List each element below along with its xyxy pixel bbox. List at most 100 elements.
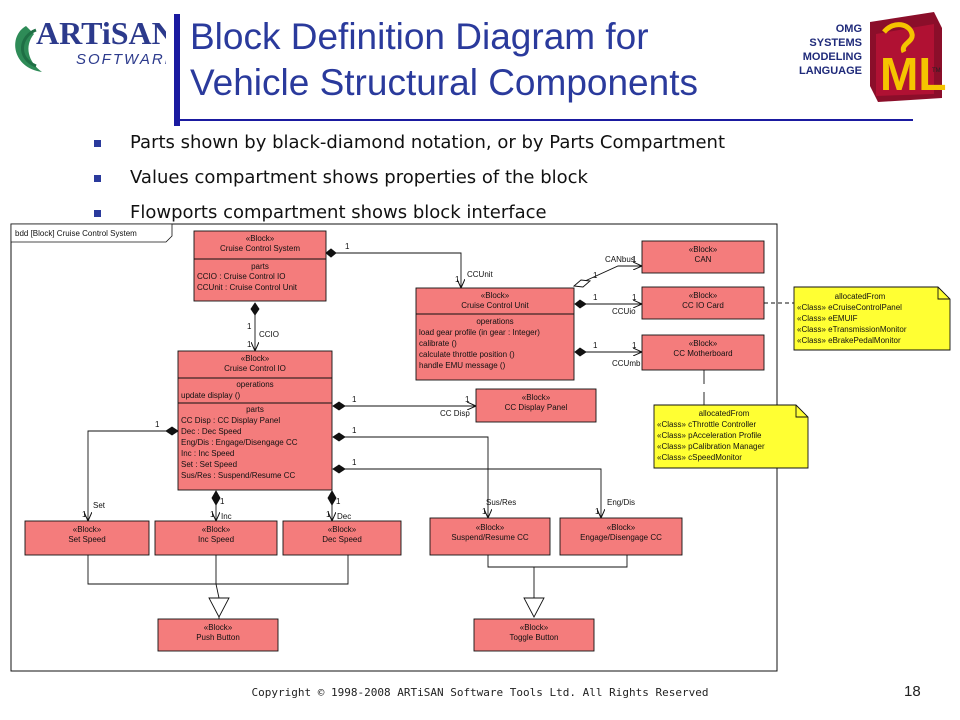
- composition-diamond: [250, 302, 260, 316]
- connector-ccs-ccu: [336, 252, 461, 288]
- block-ccs-part: CCUnit : Cruise Control Unit: [197, 283, 298, 292]
- block-ccs-section: parts: [251, 262, 269, 271]
- slide-title-line-2: Vehicle Structural Components: [190, 62, 698, 103]
- bullet-text: Values compartment shows properties of t…: [130, 167, 588, 188]
- multiplicity: 1: [155, 420, 160, 429]
- block-ccio-part: Set : Set Speed: [181, 460, 237, 469]
- composition-diamond: [327, 490, 337, 506]
- note-1-line: «Class» eCruiseControlPanel: [797, 303, 902, 312]
- generalization-triangle: [523, 597, 545, 618]
- block-cruise-control-unit[interactable]: [415, 287, 575, 381]
- block-disp-name: CC Display Panel: [505, 403, 568, 412]
- sysml-logo-line-1: OMG: [836, 23, 862, 35]
- block-ccs-stereotype: «Block»: [246, 234, 275, 243]
- generalization-line: [487, 555, 628, 568]
- block-iocard-stereotype: «Block»: [689, 291, 718, 300]
- block-cc-display-panel[interactable]: [475, 388, 597, 423]
- role-label-inc: Inc: [221, 512, 232, 521]
- note-2-line: «Class» pAcceleration Profile: [657, 431, 762, 440]
- multiplicity: 1: [345, 242, 350, 251]
- note-2-line: «Class» cThrottle Controller: [657, 420, 756, 429]
- allocation-note-1[interactable]: [793, 286, 951, 351]
- multiplicity: 1: [352, 458, 357, 467]
- bullet-list: Parts shown by black-diamond notation, o…: [94, 130, 725, 235]
- composition-diamond: [325, 248, 337, 258]
- block-dec-speed[interactable]: [282, 520, 402, 556]
- composition-diamond: [332, 432, 346, 442]
- slide-title: Block Definition Diagram for Vehicle Str…: [190, 14, 790, 106]
- block-set-name: Set Speed: [68, 535, 105, 544]
- multiplicity: 1: [593, 271, 598, 280]
- artisan-software-logo: ARTiSAN SOFTWARE: [15, 15, 166, 72]
- omg-sysml-logo: OMG SYSTEMS MODELING LANGUAGE ML TM: [799, 12, 946, 102]
- multiplicity: 1: [247, 340, 252, 349]
- composition-diamond: [574, 299, 587, 309]
- block-cc-io-card[interactable]: [641, 286, 765, 320]
- note-1-title: allocatedFrom: [835, 292, 886, 301]
- block-ccu-operation: handle EMU message (): [419, 361, 506, 370]
- block-ccu-operation: calibrate (): [419, 339, 457, 348]
- role-label-ccunit: CCUnit: [467, 270, 494, 279]
- bullet-square-icon: [94, 140, 101, 147]
- role-label-susres: Sus/Res: [486, 498, 516, 507]
- block-toggle-name: Toggle Button: [510, 633, 559, 642]
- block-ccio-section-operations: operations: [236, 380, 273, 389]
- block-ccu-name: Cruise Control Unit: [461, 301, 529, 310]
- multiplicity: 1: [632, 341, 637, 350]
- note-1-line: «Class» eTransmissionMonitor: [797, 325, 907, 334]
- bullet-text: Flowports compartment shows block interf…: [130, 202, 547, 223]
- allocation-note-2[interactable]: [653, 404, 809, 469]
- block-push-button[interactable]: [157, 618, 279, 652]
- bullet-item: Parts shown by black-diamond notation, o…: [94, 130, 725, 165]
- block-iocard-name: CC IO Card: [682, 301, 724, 310]
- block-cc-motherboard[interactable]: [641, 334, 765, 371]
- block-push-stereotype: «Block»: [204, 623, 233, 632]
- artisan-subwordmark: SOFTWARE: [76, 51, 166, 68]
- multiplicity: 1: [455, 275, 460, 284]
- block-toggle-button[interactable]: [473, 618, 595, 652]
- block-toggle-stereotype: «Block»: [520, 623, 549, 632]
- multiplicity: 1: [220, 497, 225, 506]
- multiplicity: 1: [210, 510, 215, 519]
- block-ccio-stereotype: «Block»: [241, 354, 270, 363]
- block-engage-disengage-cc[interactable]: [559, 517, 683, 556]
- sysml-logo-line-3: MODELING: [803, 51, 862, 63]
- block-susres-name: Suspend/Resume CC: [451, 533, 529, 542]
- sysml-logo-line-4: LANGUAGE: [799, 65, 862, 77]
- block-suspend-resume-cc[interactable]: [429, 517, 551, 556]
- block-mobo-stereotype: «Block»: [689, 339, 718, 348]
- role-label-ccumb: CCUmb: [612, 359, 641, 368]
- block-can-stereotype: «Block»: [689, 245, 718, 254]
- generalization-line: [215, 555, 349, 585]
- composition-diamond: [332, 401, 346, 411]
- composition-diamond: [211, 490, 221, 506]
- generalization-line: [215, 583, 220, 599]
- note-1-line: «Class» eEMUIF: [797, 314, 858, 323]
- note-2-title: allocatedFrom: [699, 409, 750, 418]
- block-cruise-control-io[interactable]: [177, 350, 333, 491]
- block-can[interactable]: [641, 240, 765, 274]
- role-label-dec: Dec: [337, 512, 351, 521]
- block-can-name: CAN: [695, 255, 712, 264]
- generalization-triangle: [208, 597, 230, 618]
- page-number: 18: [904, 683, 921, 700]
- block-dec-name: Dec Speed: [322, 535, 362, 544]
- note-1-line: «Class» eBrakePedalMonitor: [797, 336, 901, 345]
- multiplicity: 1: [352, 426, 357, 435]
- connector-ccio-set: [88, 430, 178, 521]
- block-cruise-control-system[interactable]: [193, 230, 327, 302]
- copyright-footer: Copyright © 1998-2008 ARTiSAN Software T…: [251, 686, 709, 699]
- block-inc-stereotype: «Block»: [202, 525, 231, 534]
- role-label-canbus: CANbus: [605, 255, 635, 264]
- multiplicity: 1: [247, 322, 252, 331]
- block-set-speed[interactable]: [24, 520, 150, 556]
- block-inc-name: Inc Speed: [198, 535, 234, 544]
- multiplicity: 1: [82, 510, 87, 519]
- multiplicity-labels: 1 1 1 1 1 1 1 1 1 1 1 1 1 1 1 1 1 1 1 1 …: [82, 242, 637, 519]
- multiplicity: 1: [482, 507, 487, 516]
- block-ccio-operation: update display (): [181, 391, 240, 400]
- block-inc-speed[interactable]: [154, 520, 278, 556]
- connector-ccio-engdis: [345, 468, 601, 518]
- multiplicity: 1: [595, 507, 600, 516]
- bullet-item: Values compartment shows properties of t…: [94, 165, 725, 200]
